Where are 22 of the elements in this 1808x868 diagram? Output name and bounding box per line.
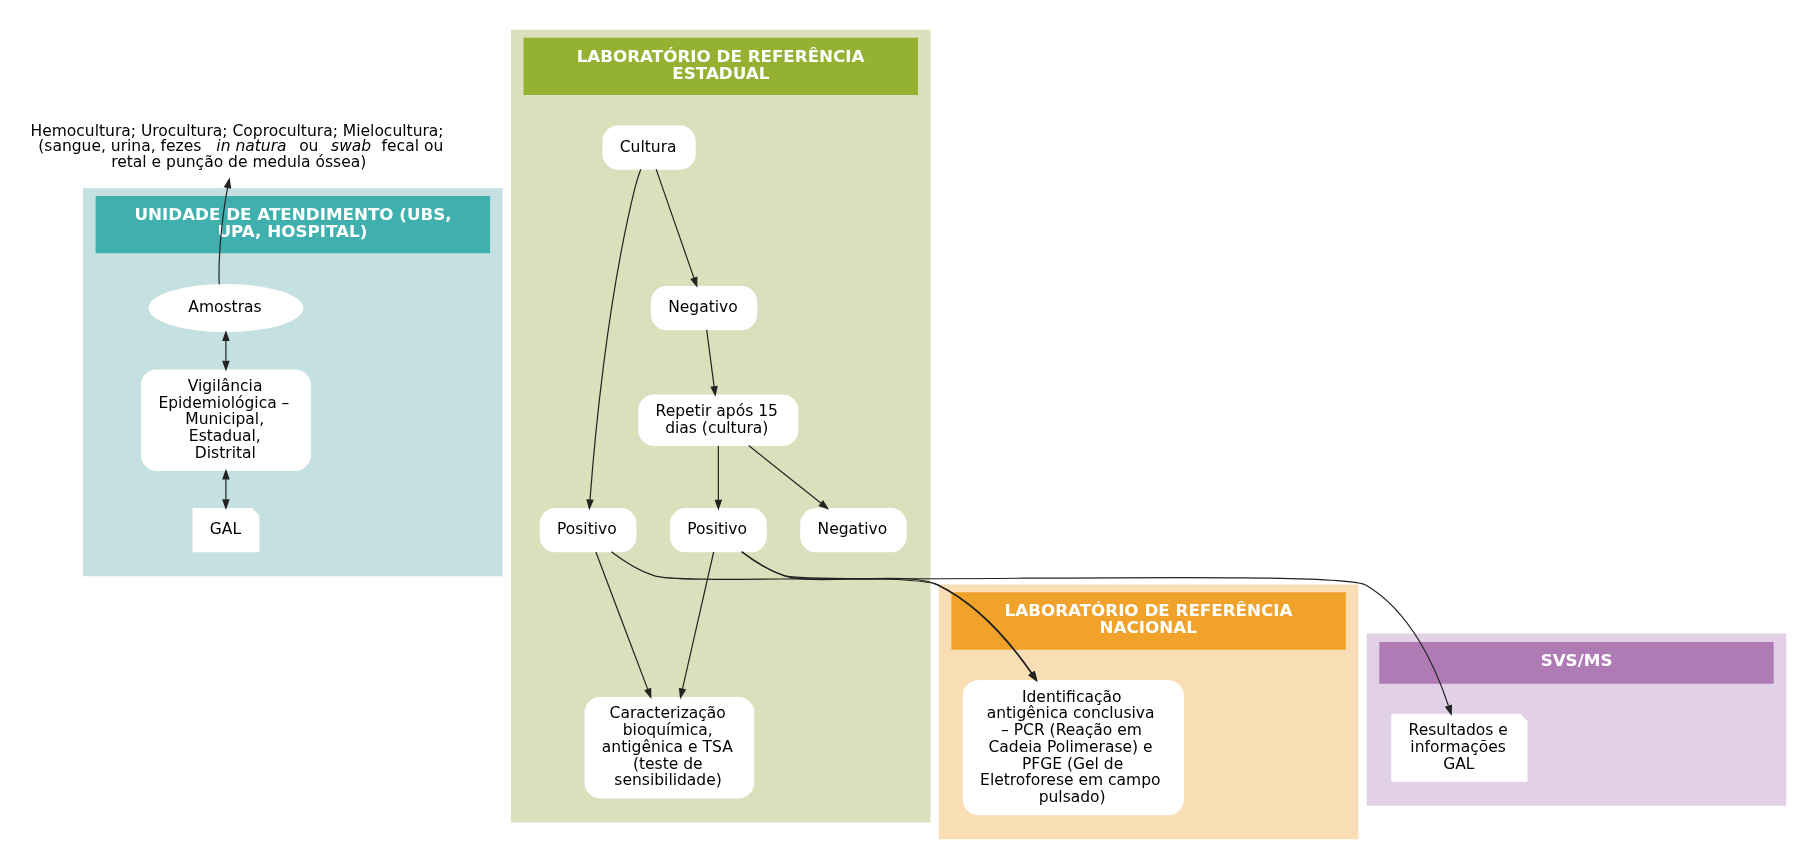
node-box: Vigilância Epidemiológica – Municipal, Estadual, Distrital [140, 368, 311, 471]
arrow [594, 550, 651, 699]
node-box: Repetir após 15 dias (cultura) [637, 394, 798, 446]
node-box: Negativo [650, 285, 757, 330]
node-box: Caracterização bioquímica, antigênica e TSA (teste de sensibilidade) [584, 696, 754, 798]
arrow [221, 329, 230, 371]
node-box: Identificação antigênica conclusiva – PCR (Reação em Cadeia Polimerase) e PFGE (Gel de Eletroforese em campo pulsado) [962, 679, 1184, 815]
node-box: Cultura [601, 125, 696, 170]
arrow [747, 444, 829, 510]
node-box: Positivo [539, 507, 636, 552]
arrow [217, 177, 231, 285]
arrow [221, 468, 230, 510]
arrow [655, 168, 697, 288]
arrow [678, 550, 714, 699]
arrow [740, 550, 1452, 716]
arrow [585, 168, 641, 510]
node-box: Positivo [669, 507, 767, 552]
arrow [714, 444, 722, 510]
node-box: Negativo [799, 507, 907, 552]
node-ellipse: Amostras [148, 283, 303, 332]
node-text: Hemocultura; Urocultura; Coprocultura; Mielocultura; (sangue, urina, fezes in natura ou swab fecal ou retal e punção de medula óssea) [30, 121, 444, 171]
arrow [705, 328, 718, 397]
